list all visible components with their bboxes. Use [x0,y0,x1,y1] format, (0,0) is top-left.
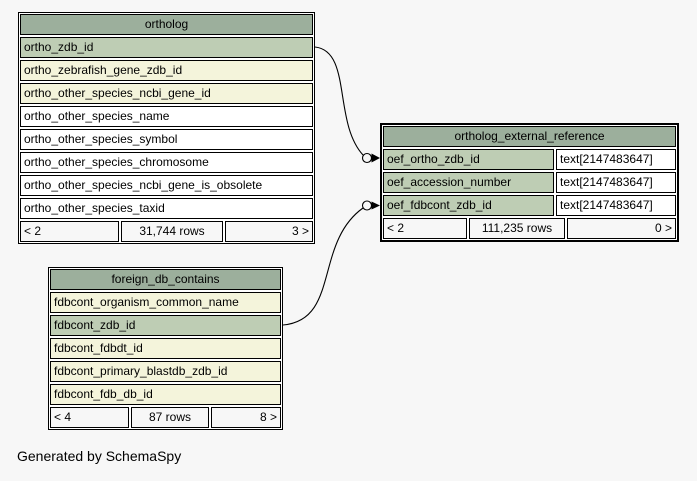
column-row[interactable]: ortho_other_species_ncbi_gene_is_obsolet… [20,175,313,196]
parent-count: < 2 [383,218,467,239]
cardinality-circle-icon [361,152,373,164]
column-type: text[2147483647] [556,149,676,170]
column-row[interactable]: fdbcont_zdb_id [50,315,281,336]
cardinality-circle-icon [361,200,373,211]
column-row[interactable]: ortho_other_species_symbol [20,129,313,150]
row-count: 111,235 rows [469,218,565,239]
relationship-curve-ortholog-to-oef [314,46,364,156]
column-row[interactable]: fdbcont_primary_blastdb_zdb_id [50,361,281,382]
table-footer: < 2 111,235 rows 0 > [383,218,676,239]
child-count: 0 > [567,218,676,239]
column-row[interactable]: ortho_other_species_taxid [20,198,313,219]
table-title-ortholog-external-reference[interactable]: ortholog_external_reference [383,126,676,147]
parent-count: < 4 [50,407,129,428]
column-type: text[2147483647] [556,195,676,216]
table-footer: < 2 31,744 rows 3 > [20,221,313,242]
column-row[interactable]: fdbcont_fdbdt_id [50,338,281,359]
table-ortholog: ortholog ortho_zdb_id ortho_zebrafish_ge… [18,12,315,244]
column-name[interactable]: oef_fdbcont_zdb_id [383,195,554,216]
row-count: 87 rows [131,407,209,428]
column-row[interactable]: ortho_zebrafish_gene_zdb_id [20,60,313,81]
column-row[interactable]: ortho_other_species_chromosome [20,152,313,173]
column-row[interactable]: fdbcont_organism_common_name [50,292,281,313]
table-footer: < 4 87 rows 8 > [50,407,281,428]
column-row[interactable]: ortho_zdb_id [20,37,313,58]
column-row[interactable]: ortho_other_species_ncbi_gene_id [20,83,313,104]
table-foreign-db-contains: foreign_db_contains fdbcont_organism_com… [48,267,283,430]
arrowhead-icon [371,201,380,210]
column-type: text[2147483647] [556,172,676,193]
table-title-ortholog[interactable]: ortholog [20,14,313,35]
column-row[interactable]: oef_accession_number text[2147483647] [383,172,676,193]
parent-count: < 2 [20,221,119,242]
child-count: 3 > [225,221,313,242]
child-count: 8 > [211,407,281,428]
column-row[interactable]: oef_fdbcont_zdb_id text[2147483647] [383,195,676,216]
column-row[interactable]: ortho_other_species_name [20,106,313,127]
row-count: 31,744 rows [121,221,223,242]
column-row[interactable]: oef_ortho_zdb_id text[2147483647] [383,149,676,170]
arrowhead-icon [371,153,380,163]
generated-by-caption: Generated by SchemaSpy [17,448,182,464]
column-name[interactable]: oef_ortho_zdb_id [383,149,554,170]
table-title-foreign-db-contains[interactable]: foreign_db_contains [50,269,281,290]
table-ortholog-external-reference: ortholog_external_reference oef_ortho_zd… [380,123,679,242]
column-name[interactable]: oef_accession_number [383,172,554,193]
column-row[interactable]: fdbcont_fdb_db_id [50,384,281,405]
